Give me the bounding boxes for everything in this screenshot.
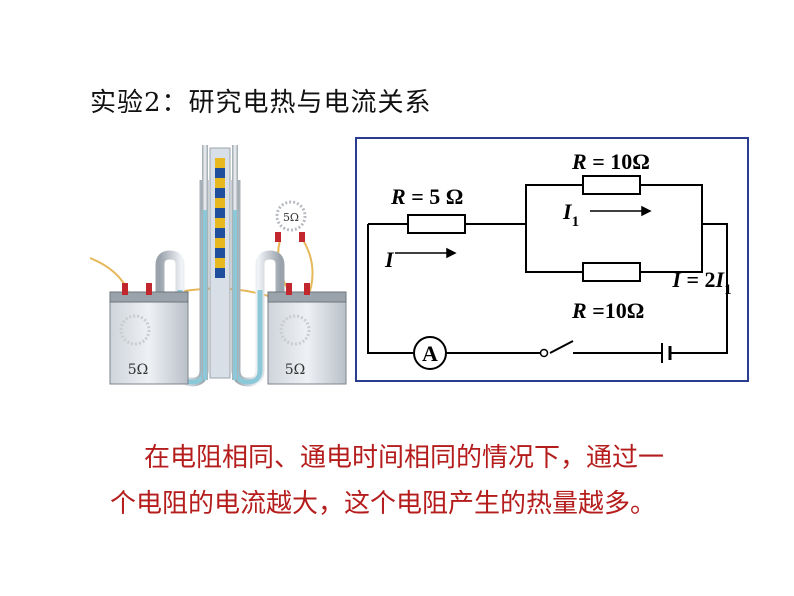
ammeter-label: A bbox=[422, 341, 438, 366]
series-resistor-label: R = 5 Ω bbox=[390, 184, 463, 209]
circuit-frame bbox=[355, 137, 749, 382]
circuit-diagram: A R = 5 Ω I R = 10Ω I1 I = 2I1 R =10Ω bbox=[355, 137, 749, 382]
experiment-apparatus-illustration: 5Ω 5Ω 5Ω bbox=[90, 145, 347, 387]
current-relation-label: I = 2I1 bbox=[671, 267, 731, 298]
bottom-branch-resistor bbox=[582, 262, 641, 282]
bottom-resistor-label: R =10Ω bbox=[571, 298, 644, 323]
conclusion-line-1: 在电阻相同、通电时间相同的情况下，通过一 bbox=[144, 443, 665, 473]
series-resistor bbox=[407, 214, 466, 234]
main-current-label: I bbox=[384, 247, 395, 272]
left-container: 5Ω bbox=[109, 283, 189, 385]
ammeter bbox=[413, 336, 447, 370]
external-resistor: 5Ω bbox=[275, 200, 307, 242]
conclusion-text: 在电阻相同、通电时间相同的情况下，通过一 个电阻的电流越大，这个电阻产生的热量越… bbox=[110, 435, 770, 527]
switch-pivot bbox=[539, 348, 549, 358]
branch-current-label: I1 bbox=[562, 199, 579, 230]
top-resistor-label: R = 10Ω bbox=[571, 149, 650, 174]
switch-blade bbox=[549, 340, 574, 354]
right-container-label: 5Ω bbox=[285, 362, 306, 378]
right-container: 5Ω bbox=[267, 283, 347, 385]
conclusion-line-2: 个电阻的电流越大，这个电阻产生的热量越多。 bbox=[110, 489, 657, 519]
scale-ruler bbox=[209, 147, 231, 379]
page-title: 实验2：研究电热与电流关系 bbox=[90, 88, 432, 118]
top-branch-resistor bbox=[582, 175, 641, 195]
left-container-label: 5Ω bbox=[128, 362, 149, 378]
external-resistor-label: 5Ω bbox=[283, 211, 299, 224]
